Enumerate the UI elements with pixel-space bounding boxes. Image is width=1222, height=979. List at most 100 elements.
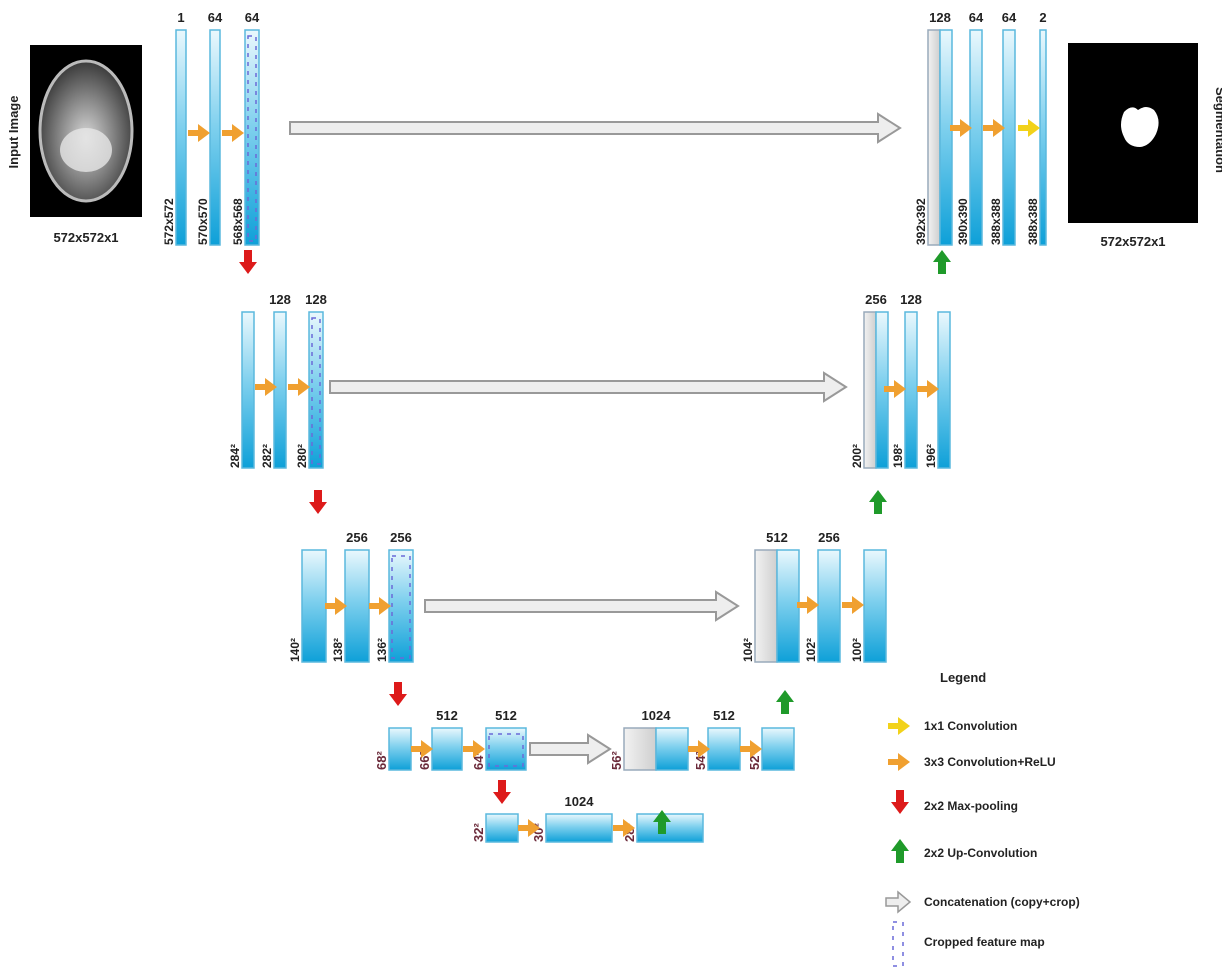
segmentation-mask: [1121, 107, 1159, 147]
channel-count: 64: [208, 10, 223, 25]
legend-arrow: [891, 839, 909, 863]
output-side-label: Segmentation: [1213, 87, 1222, 173]
channel-count: 64: [969, 10, 984, 25]
channel-count: 128: [900, 292, 922, 307]
spatial-dimension: 56²: [609, 751, 624, 770]
feature-map: 140²: [288, 549, 327, 663]
output-image-panel: Segmentation 572x572x1: [1068, 43, 1222, 249]
spatial-dimension: 104²: [741, 638, 755, 662]
yellow-right-arrow-icon: [888, 717, 910, 735]
spatial-dimension: 388x388: [1026, 198, 1040, 245]
feature-map: 256 136²: [375, 530, 414, 663]
channel-count: 2: [1039, 10, 1046, 25]
dashed-box-icon: [892, 921, 904, 967]
feature-map-block: [209, 29, 221, 246]
upconv-feature-map: [655, 727, 689, 771]
conv3x3-arrow: [288, 378, 310, 396]
feature-map-block: [817, 549, 841, 663]
feature-map-block: [863, 549, 887, 663]
input-caption: 572x572x1: [53, 230, 118, 245]
legend-label: Cropped feature map: [924, 935, 1045, 949]
channel-count: 256: [390, 530, 412, 545]
conv3x3-arrow: [688, 740, 710, 758]
conv3x3-arrow: [369, 597, 391, 615]
spatial-dimension: 392x392: [914, 198, 928, 245]
legend-label: 3x3 Convolution+ReLU: [924, 755, 1056, 769]
conv3x3-arrow: [518, 819, 540, 837]
copied-feature-map: [927, 29, 941, 246]
legend-item: 2x2 Max-pooling: [891, 790, 1018, 814]
feature-map-block: [636, 813, 704, 843]
gray-right-arrow-icon: [885, 890, 912, 914]
conv3x3-arrow: [613, 819, 635, 837]
spatial-dimension: 32²: [471, 823, 486, 842]
feature-map: 128 392x392: [914, 10, 953, 246]
channel-count: 256: [346, 530, 368, 545]
input-image-panel: Input Image 572x572x1: [6, 45, 142, 245]
copied-feature-map: [754, 549, 778, 663]
spatial-dimension: 200²: [850, 444, 864, 468]
tumor-region: [60, 128, 112, 172]
channel-count: 1: [177, 10, 184, 25]
channel-count: 128: [269, 292, 291, 307]
concat-arrow-level-1: [289, 112, 902, 144]
feature-map-block: [1039, 29, 1047, 246]
legend-label: 2x2 Max-pooling: [924, 799, 1018, 813]
feature-map: 100²: [850, 549, 887, 663]
feature-map-block: [244, 29, 260, 246]
feature-map-block: [308, 311, 324, 469]
spatial-dimension: 102²: [804, 638, 818, 662]
feature-map-block: [761, 727, 795, 771]
upconv-feature-map: [939, 29, 953, 246]
crop-outline: [247, 35, 257, 242]
conv3x3-arrow: [842, 596, 864, 614]
channel-count: 64: [245, 10, 260, 25]
legend-item: 1x1 Convolution: [888, 717, 1017, 735]
channel-count: 512: [713, 708, 735, 723]
conv3x3-arrow: [740, 740, 762, 758]
feature-map-block: [485, 727, 527, 771]
feature-map: 32²: [471, 813, 519, 843]
maxpool-arrow: [389, 682, 407, 706]
upconv-arrow: [869, 490, 887, 514]
concat-arrow-level-4: [529, 733, 612, 765]
crop-outline: [311, 317, 321, 465]
feature-map-block: [431, 727, 463, 771]
feature-map: 512 54²: [693, 708, 741, 771]
spatial-dimension: 196²: [924, 444, 938, 468]
channel-count: 64: [1002, 10, 1017, 25]
spatial-dimension: 136²: [375, 638, 389, 662]
feature-map-block: [344, 549, 370, 663]
orange-right-arrow-icon: [888, 753, 910, 771]
feature-map-block: [707, 727, 741, 771]
channel-count: 128: [929, 10, 951, 25]
channel-count: 512: [766, 530, 788, 545]
concat-arrow-level-3: [424, 590, 740, 622]
spatial-dimension: 140²: [288, 638, 302, 662]
legend-arrow: [888, 753, 910, 771]
feature-map: 68²: [374, 727, 412, 771]
input-side-label: Input Image: [6, 96, 21, 169]
crop-outline: [391, 555, 411, 659]
conv3x3-arrow: [255, 378, 277, 396]
feature-map-block: [175, 29, 187, 246]
concat-arrow-level-2: [329, 371, 848, 403]
feature-map-block: [241, 311, 255, 469]
spatial-dimension: 54²: [693, 751, 708, 770]
conv3x3-arrow: [884, 380, 906, 398]
red-down-arrow-icon: [891, 790, 909, 814]
feature-map: 1 572x572: [162, 10, 187, 246]
channel-count: 128: [305, 292, 327, 307]
conv3x3-arrow: [222, 124, 244, 142]
spatial-dimension: 572x572: [162, 198, 176, 245]
feature-map-block: [273, 311, 287, 469]
upconv-arrow: [933, 250, 951, 274]
conv3x3-arrow: [188, 124, 210, 142]
